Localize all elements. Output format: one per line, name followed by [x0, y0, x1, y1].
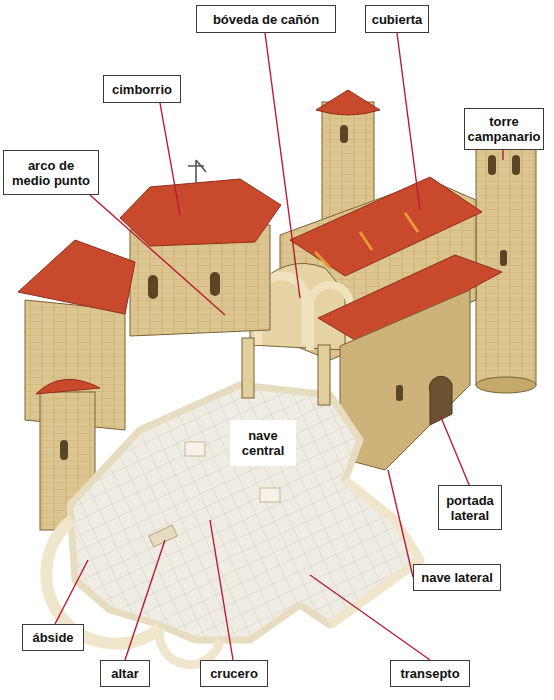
aisle-window [396, 385, 403, 401]
lantern-tower [120, 160, 281, 336]
tower-window [340, 125, 348, 143]
leader-line [502, 150, 503, 160]
tower-window [500, 250, 507, 266]
callout-box: bóveda de cañón [196, 5, 336, 33]
column [318, 345, 330, 405]
column [242, 338, 254, 398]
altar-table [149, 525, 178, 547]
pier [185, 442, 205, 456]
part-label: arco de medio punto [8, 158, 94, 188]
bell-tower [470, 120, 542, 393]
callout-box: ábside [22, 624, 84, 651]
part-label: cubierta [372, 12, 423, 27]
transept-wall-cut [330, 480, 420, 625]
part-label: transepto [400, 666, 459, 681]
lantern-window [148, 275, 158, 299]
part-label: nave central [234, 428, 292, 458]
tower-base [476, 377, 536, 393]
part-label: cimborrio [112, 82, 172, 97]
part-label: bóveda de cañón [213, 12, 319, 27]
part-label: torre campanario [468, 114, 541, 144]
leader-lines [55, 33, 503, 660]
part-label: altar [111, 666, 138, 681]
pier [260, 488, 280, 502]
weathervane [188, 160, 206, 183]
callout-box: portada lateral [438, 485, 502, 530]
tower-roof [316, 90, 380, 115]
leader-line [125, 540, 165, 660]
leader-line [90, 195, 225, 315]
callout-box: crucero [200, 660, 268, 687]
part-label: crucero [210, 666, 258, 681]
callout-box: transepto [390, 660, 470, 687]
leader-line [310, 575, 430, 660]
tower-wall [476, 140, 536, 385]
roof-timber [315, 213, 418, 268]
lantern-roof [120, 179, 281, 246]
wing-roof [18, 240, 135, 314]
callout-box: cubierta [365, 5, 429, 33]
callout-box: cimborrio [103, 75, 181, 103]
leader-line [388, 470, 413, 577]
small-apse-roof [36, 379, 100, 394]
callout-box: torre campanario [464, 108, 544, 150]
part-label: portada lateral [443, 493, 497, 523]
part-label: nave lateral [421, 570, 493, 585]
floor-plan [46, 338, 420, 665]
leader-line [265, 33, 300, 298]
leader-line [210, 520, 233, 660]
tower-window [488, 155, 496, 175]
tower-window [512, 155, 520, 175]
leader-line [160, 103, 180, 215]
apse-window [60, 440, 68, 460]
leader-line [440, 415, 470, 487]
leader-line [397, 33, 420, 210]
callout-box: arco de medio punto [3, 150, 99, 195]
lantern-window [210, 272, 220, 296]
callout-box: nave lateral [413, 564, 501, 591]
part-label: ábside [32, 630, 73, 645]
callout-box: altar [100, 660, 150, 687]
leader-line [55, 560, 88, 624]
floor [70, 385, 420, 640]
callout-box: nave central [230, 420, 296, 466]
